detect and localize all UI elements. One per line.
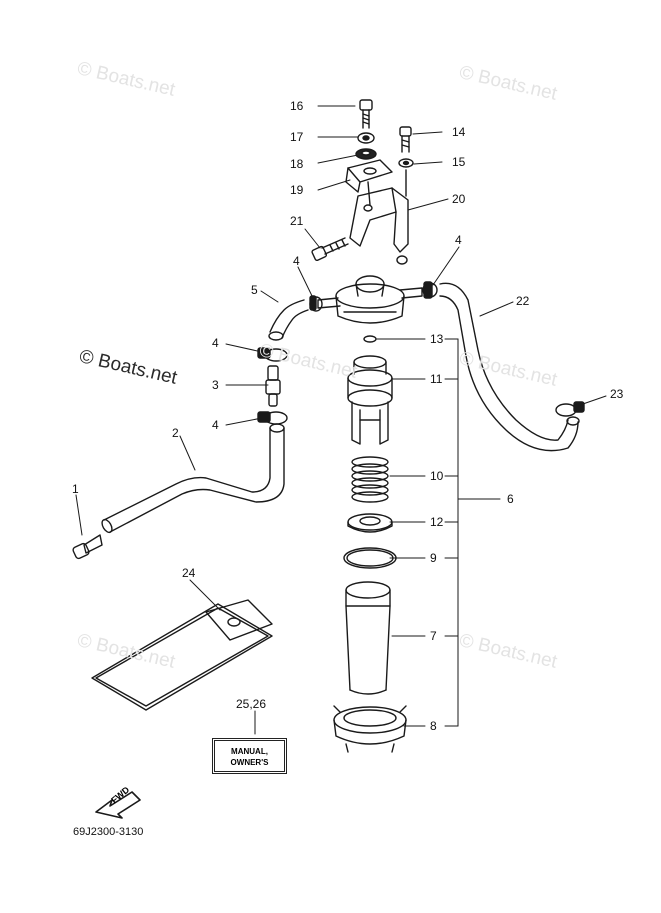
bolt-21 [311, 237, 349, 262]
clip-4-mid-upper [257, 347, 288, 362]
callout-15: 15 [452, 155, 466, 169]
callout-11: 11 [430, 372, 443, 386]
grommet-18 [355, 148, 377, 160]
nut-8 [333, 705, 407, 753]
bolt-16 [359, 99, 373, 129]
callout-24: 24 [182, 566, 196, 580]
callout-4-mid-upper: 4 [212, 336, 219, 350]
owners-manual-label: MANUAL, OWNER'S [212, 738, 287, 774]
callout-5: 5 [251, 283, 258, 297]
spring-10 [351, 456, 389, 503]
bag-24 [91, 599, 273, 711]
washer-15 [398, 158, 414, 168]
callout-13: 13 [430, 332, 444, 346]
callout-18: 18 [290, 157, 304, 171]
callout-7: 7 [430, 629, 437, 643]
o-ring-13 [363, 335, 377, 343]
callout-4-top-left: 4 [293, 254, 300, 268]
joint-3 [265, 365, 281, 407]
callout-20: 20 [452, 192, 466, 206]
callout-22: 22 [516, 294, 530, 308]
clip-23 [555, 401, 585, 417]
fwd-arrow [95, 791, 141, 819]
o-ring-9 [343, 547, 397, 569]
callout-17: 17 [290, 130, 304, 144]
callout-4-top-right: 4 [455, 233, 462, 247]
callout-25-26: 25,26 [236, 697, 267, 711]
hose-2 [101, 423, 285, 534]
clip-4-top-right [422, 281, 438, 299]
callout-9: 9 [430, 551, 437, 565]
cup-7 [345, 581, 391, 695]
filter-head [317, 275, 423, 324]
callout-3: 3 [212, 378, 219, 392]
clamp-19 [345, 159, 393, 193]
clip-4-mid-lower [257, 411, 288, 425]
bolt-14 [399, 126, 412, 153]
bracket-20 [349, 169, 409, 265]
callout-2: 2 [172, 426, 179, 440]
callout-12: 12 [430, 515, 444, 529]
manual-line-2: OWNER'S [230, 758, 269, 767]
callout-1: 1 [72, 482, 79, 496]
callout-16: 16 [290, 99, 304, 113]
hose-5 [268, 299, 309, 341]
washer-17 [357, 132, 375, 144]
element-11 [347, 355, 393, 445]
leader-lines [75, 105, 607, 735]
callout-14: 14 [452, 125, 466, 139]
callout-19: 19 [290, 183, 304, 197]
connector-1 [72, 534, 103, 560]
callout-6: 6 [507, 492, 514, 506]
diagram-code: 69J2300-3130 [73, 826, 144, 838]
washer-12 [347, 513, 393, 533]
clip-4-top-left [309, 295, 323, 312]
callout-23: 23 [610, 387, 624, 401]
callout-21: 21 [290, 214, 304, 228]
callout-10: 10 [430, 469, 444, 483]
manual-line-1: MANUAL, [231, 747, 268, 756]
callout-8: 8 [430, 719, 437, 733]
hose-22 [439, 282, 580, 452]
callout-4-mid-lower: 4 [212, 418, 219, 432]
